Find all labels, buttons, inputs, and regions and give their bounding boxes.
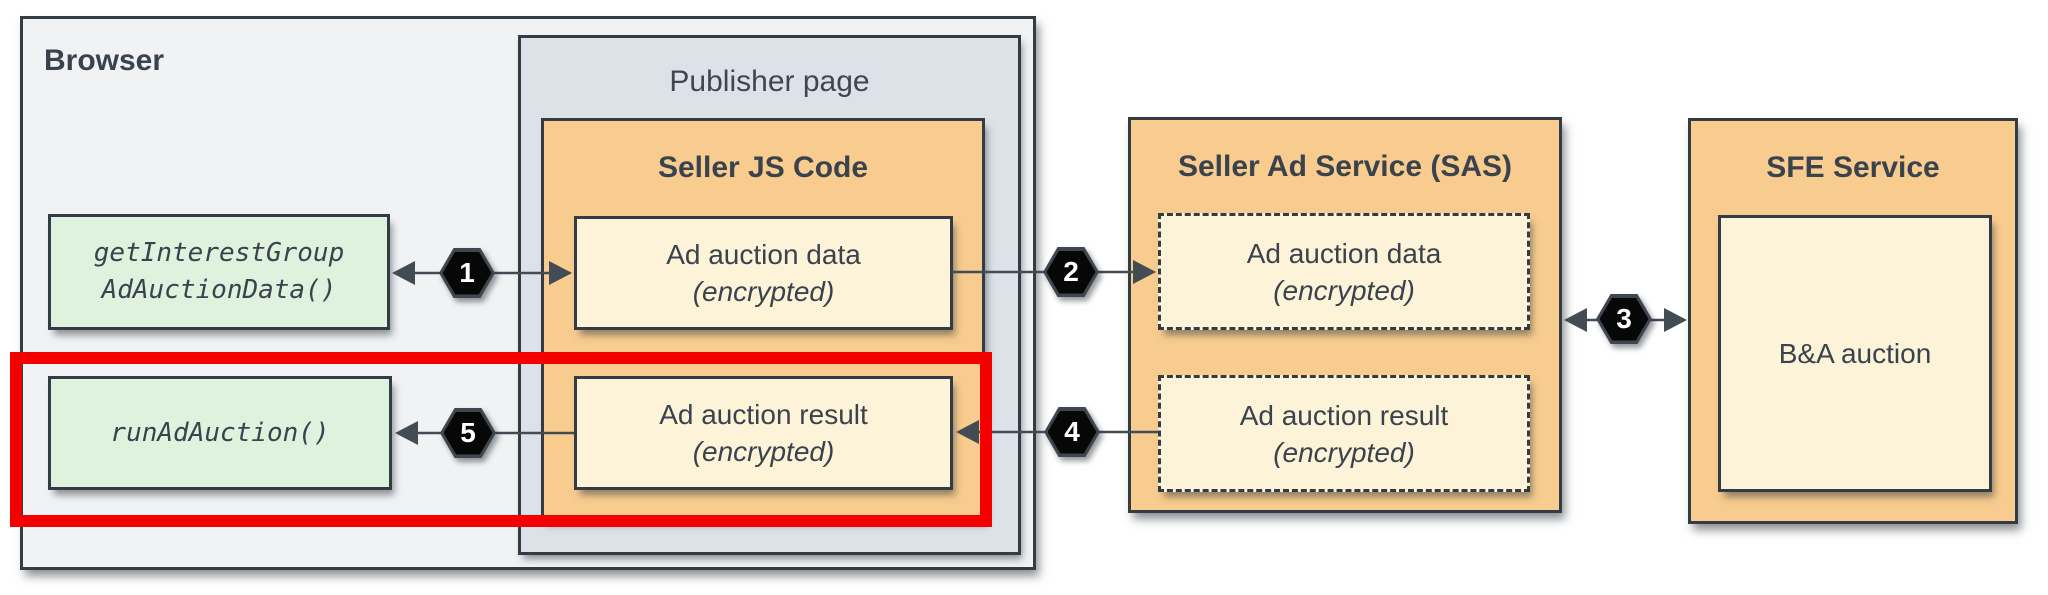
step-badge-4: 4: [1044, 407, 1100, 457]
arrowhead-3-right: [1664, 308, 1687, 332]
seller-ad-service-title: Seller Ad Service (SAS): [1177, 150, 1513, 183]
run-ad-auction-label: runAdAuction(): [110, 417, 330, 448]
sas-ad-auction-data-line1: Ad auction data: [1246, 237, 1442, 269]
publisher-page-label: Publisher page: [669, 65, 870, 98]
seller-js-code-title: Seller JS Code: [657, 151, 869, 184]
red-highlight-rectangle: [10, 352, 992, 527]
sfe-service-title: SFE Service: [1766, 151, 1940, 184]
step-badge-3-shape: 3: [1596, 294, 1652, 344]
step-badge-2: 2: [1043, 247, 1099, 297]
sellerjs-ad-auction-result-line2: (encrypted): [692, 436, 835, 467]
step-badge-4-shape: 4: [1044, 407, 1100, 457]
sellerjs-ad-auction-result-box: Ad auction result (encrypted): [574, 376, 953, 490]
sas-ad-auction-data-line2: (encrypted): [1273, 274, 1415, 306]
sas-ad-auction-result-line1: Ad auction result: [1239, 399, 1449, 431]
get-interest-group-ad-auction-data-box: getInterestGroup AdAuctionData(): [48, 214, 390, 330]
sellerjs-ad-auction-data-box: Ad auction data (encrypted): [574, 216, 953, 330]
sellerjs-ad-auction-data-line1: Ad auction data: [666, 239, 861, 270]
get-interest-group-line1: getInterestGroup: [93, 238, 345, 268]
step-badge-2-shape: 2: [1043, 247, 1099, 297]
run-ad-auction-box: runAdAuction(): [48, 376, 392, 490]
ba-auction-box: B&A auction: [1718, 215, 1992, 492]
step-badge-4-number: 4: [1047, 410, 1097, 454]
arrowhead-3-left: [1564, 308, 1587, 332]
step-badge-1-shape: 1: [439, 248, 495, 298]
sellerjs-ad-auction-result-line1: Ad auction result: [659, 399, 868, 430]
step-badge-3-number: 3: [1599, 297, 1649, 341]
sellerjs-ad-auction-data-line2: (encrypted): [692, 276, 835, 307]
ba-auction-label: B&A auction: [1778, 338, 1932, 369]
step-badge-1-number: 1: [442, 251, 492, 295]
browser-label: Browser: [44, 44, 165, 77]
step-badge-3: 3: [1596, 294, 1652, 344]
sas-ad-auction-result-box: Ad auction result (encrypted): [1158, 375, 1530, 492]
get-interest-group-line2: AdAuctionData(): [101, 275, 337, 305]
sas-ad-auction-result-line2: (encrypted): [1273, 436, 1415, 468]
sas-ad-auction-data-box: Ad auction data (encrypted): [1158, 213, 1530, 330]
step-badge-1: 1: [439, 248, 495, 298]
step-badge-2-number: 2: [1046, 250, 1096, 294]
